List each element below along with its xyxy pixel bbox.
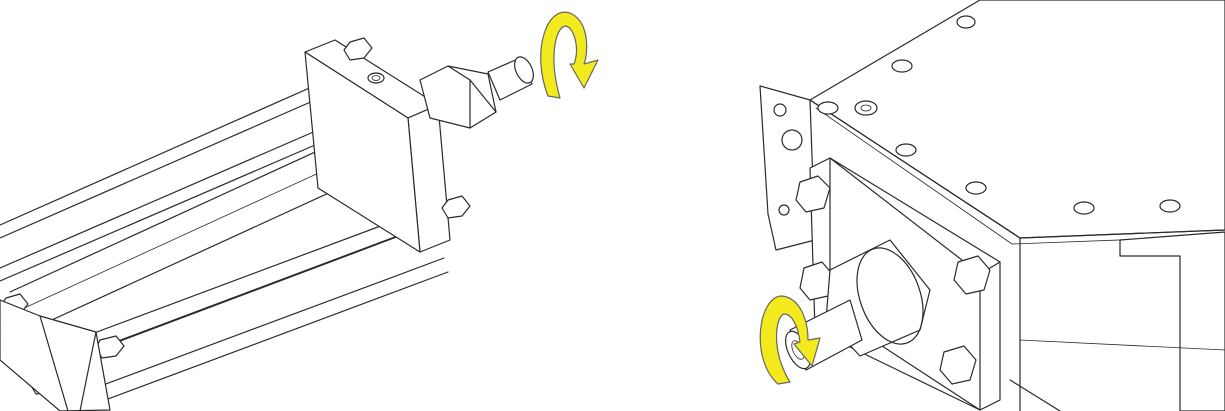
mount-bracket <box>0 299 111 411</box>
gearbox-drawing <box>759 0 1225 411</box>
bearing-cover-bolts <box>795 175 991 385</box>
end-cap <box>304 39 451 253</box>
rod-gland <box>419 65 497 129</box>
gearbox-housing <box>809 0 1225 411</box>
tie-rods <box>0 77 449 403</box>
gearbox-panel <box>640 0 1225 411</box>
side-flange <box>759 85 816 251</box>
cover-bolts <box>817 15 1181 215</box>
cylinder-drawing <box>0 11 599 411</box>
cylinder-panel <box>0 11 599 411</box>
rotate-clockwise-arrow-icon <box>759 295 821 385</box>
piston-rod <box>487 56 534 101</box>
rotate-clockwise-arrow-icon <box>540 11 599 99</box>
